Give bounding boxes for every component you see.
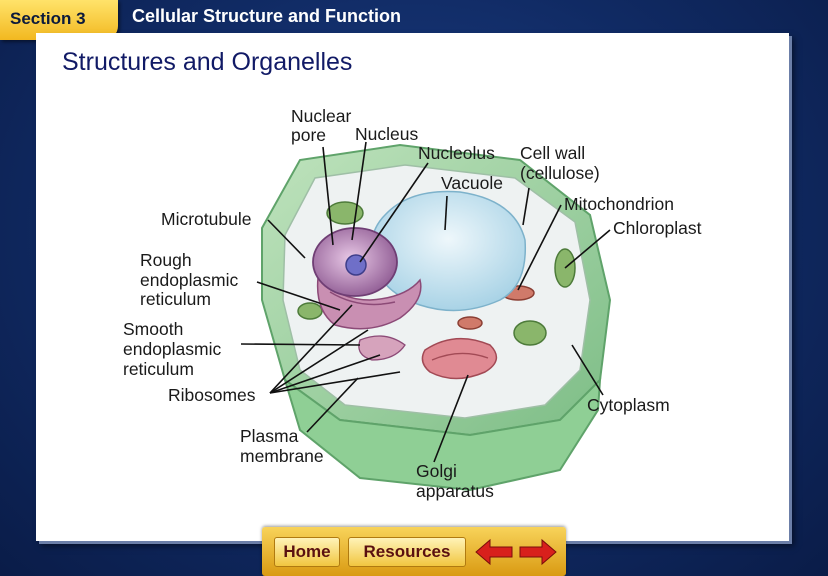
leader-golgi	[433, 374, 469, 463]
label-golgi-line2: apparatus	[416, 481, 494, 501]
leader-nucleolus	[359, 162, 429, 263]
label-smooth-er-line2: endoplasmic	[123, 339, 221, 359]
nav-bar: Home Resources	[262, 527, 566, 576]
leader-rough-er	[256, 281, 341, 311]
label-mitochondrion: Mitochondrion	[564, 194, 674, 214]
leader-nucleus	[351, 141, 367, 241]
mitochondrion-shape-2	[457, 316, 483, 330]
label-ribosomes: Ribosomes	[168, 385, 256, 405]
leader-cell-wall	[522, 187, 530, 226]
chloroplast-shape-1	[326, 201, 364, 225]
label-chloroplast: Chloroplast	[613, 218, 702, 238]
leader-ribosomes-1	[269, 304, 353, 394]
label-smooth-er-line1: Smooth	[123, 319, 183, 339]
page-title: Structures and Organelles	[62, 48, 353, 76]
leader-mitochondrion	[517, 204, 562, 291]
golgi-fold	[431, 352, 489, 361]
leader-nuclear-pore	[322, 146, 334, 246]
label-microtubule: Microtubule	[161, 209, 251, 229]
label-smooth-er-line3: reticulum	[123, 359, 194, 379]
resources-button[interactable]: Resources	[348, 537, 466, 567]
leader-smooth-er	[240, 343, 361, 346]
leader-cytoplasm	[571, 344, 604, 396]
label-nuclear-pore-line1: Nuclear	[291, 106, 351, 126]
label-golgi-line1: Golgi	[416, 461, 457, 481]
section-label: Section 3	[10, 9, 86, 28]
label-nucleus: Nucleus	[355, 124, 418, 144]
chloroplast-shape-3	[513, 320, 547, 346]
rough-er-fold	[329, 291, 396, 306]
leader-ribosomes-3	[269, 354, 381, 394]
label-rough-er-line2: endoplasmic	[140, 270, 238, 290]
label-plasma-membrane-line1: Plasma	[240, 426, 299, 446]
leader-microtubule	[267, 219, 306, 259]
smooth-er-shape	[358, 335, 406, 361]
label-cytoplasm: Cytoplasm	[587, 395, 670, 415]
golgi-shape	[421, 337, 498, 380]
label-rough-er-line1: Rough	[140, 250, 192, 270]
leader-ribosomes-2	[269, 329, 369, 394]
leader-ribosomes-4	[269, 371, 401, 394]
label-cell-wall-line1: Cell wall	[520, 143, 585, 163]
label-rough-er-line3: reticulum	[140, 289, 211, 309]
arrow-right-icon[interactable]	[518, 538, 558, 566]
label-cell-wall-line2: (cellulose)	[520, 163, 600, 183]
leader-plasma-membrane	[306, 377, 359, 433]
cell-wall-front	[283, 377, 602, 492]
leader-vacuole	[444, 195, 448, 231]
label-nucleolus: Nucleolus	[418, 143, 495, 163]
label-plasma-membrane-line2: membrane	[240, 446, 324, 466]
arrow-left-icon[interactable]	[474, 538, 514, 566]
chloroplast-shape-4	[297, 302, 323, 320]
header-title: Cellular Structure and Function	[132, 6, 402, 26]
leader-chloroplast	[564, 229, 611, 269]
home-button[interactable]: Home	[274, 537, 340, 567]
label-nuclear-pore-line2: pore	[291, 125, 326, 145]
label-vacuole: Vacuole	[441, 173, 503, 193]
rough-er-shape	[316, 276, 422, 330]
